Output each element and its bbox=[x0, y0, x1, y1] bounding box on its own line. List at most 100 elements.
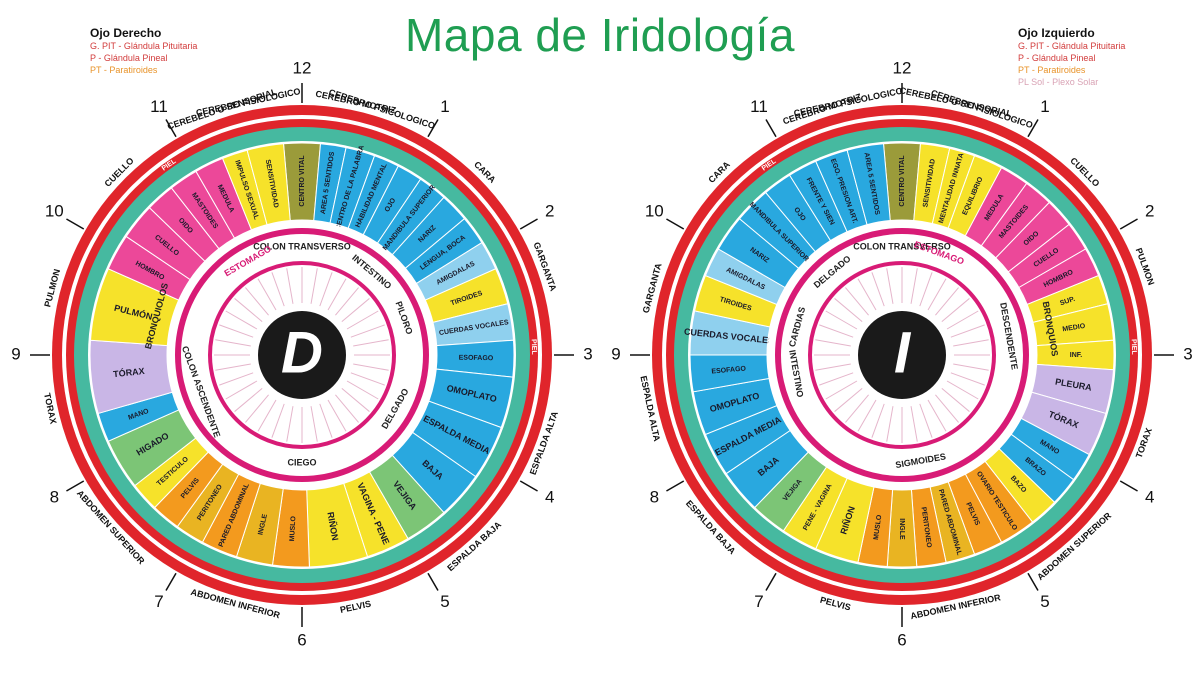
stomach-spoke bbox=[825, 380, 858, 400]
hour-number: 4 bbox=[545, 487, 554, 506]
hour-arrow bbox=[165, 572, 177, 591]
hour-number: 11 bbox=[750, 97, 768, 116]
zone-label: ESOFAGO bbox=[459, 355, 494, 363]
legend-item: P - Glándula Pineal bbox=[1018, 53, 1096, 63]
stomach-spoke bbox=[319, 272, 333, 307]
stomach-spoke bbox=[946, 310, 979, 330]
stomach-spoke bbox=[845, 394, 869, 423]
hour-number: 7 bbox=[754, 592, 763, 611]
stomach-spoke bbox=[271, 272, 285, 307]
hour-number: 5 bbox=[1040, 592, 1049, 611]
zone-label: ESOFAGO bbox=[711, 365, 747, 375]
hour-arrow bbox=[427, 119, 439, 138]
stomach-spoke bbox=[341, 388, 370, 412]
legend-item: PL Sol - Plexo Solar bbox=[1018, 77, 1099, 87]
zone-label: RIÑON bbox=[325, 511, 340, 541]
stomach-spoke bbox=[935, 394, 959, 423]
stomach-spoke bbox=[215, 339, 251, 347]
stomach-spoke bbox=[886, 268, 894, 304]
stomach-spoke bbox=[286, 406, 294, 442]
zone-label: MEDIO bbox=[1062, 323, 1086, 334]
stomach-spoke bbox=[950, 372, 985, 386]
legend-heading: Ojo Derecho bbox=[90, 26, 162, 40]
hour-number: 12 bbox=[893, 58, 912, 77]
eye-letter: I bbox=[894, 320, 912, 385]
stomach-spoke bbox=[225, 310, 258, 330]
inner-zone-label: COLON TRANSVERSO bbox=[253, 241, 351, 251]
hour-arrow bbox=[519, 218, 538, 230]
hour-arrow bbox=[666, 218, 685, 230]
hour-number: 3 bbox=[583, 344, 592, 363]
hour-number: 10 bbox=[645, 201, 664, 220]
stomach-spoke bbox=[219, 324, 254, 338]
stomach-spoke bbox=[834, 388, 863, 412]
stomach-spoke bbox=[819, 324, 854, 338]
eye-letter: D bbox=[281, 320, 323, 385]
stomach-spoke bbox=[886, 406, 894, 442]
hour-arrow bbox=[765, 572, 777, 591]
hour-number: 6 bbox=[297, 630, 306, 649]
stomach-spoke bbox=[353, 339, 389, 347]
hour-number: 9 bbox=[11, 344, 20, 363]
stomach-spoke bbox=[919, 272, 933, 307]
stomach-spoke bbox=[941, 388, 970, 412]
stomach-spoke bbox=[310, 268, 318, 304]
stomach-spoke bbox=[327, 399, 347, 432]
stomach-spoke bbox=[871, 403, 885, 438]
legend-item: P - Glándula Pineal bbox=[90, 53, 168, 63]
stomach-spoke bbox=[327, 278, 347, 311]
region-label: PIEL bbox=[1130, 339, 1138, 356]
stomach-spoke bbox=[935, 287, 959, 316]
stomach-spoke bbox=[341, 298, 370, 322]
stomach-spoke bbox=[257, 278, 277, 311]
stomach-spoke bbox=[335, 394, 359, 423]
zone-label: MUSLO bbox=[289, 515, 297, 541]
hour-number: 3 bbox=[1183, 344, 1192, 363]
hour-number: 4 bbox=[1145, 487, 1154, 506]
stomach-spoke bbox=[910, 268, 918, 304]
hour-arrow bbox=[1119, 480, 1138, 492]
inner-pink-ring bbox=[175, 228, 429, 482]
hour-arrow bbox=[519, 480, 538, 492]
stomach-spoke bbox=[234, 388, 263, 412]
stomach-spoke bbox=[819, 372, 854, 386]
page-title: Mapa de Iridología bbox=[404, 9, 796, 61]
hour-arrow bbox=[165, 119, 177, 138]
hour-arrow bbox=[66, 218, 85, 230]
pupil bbox=[858, 311, 946, 399]
zone-label: INGLE bbox=[257, 513, 269, 536]
stomach-spoke bbox=[350, 372, 385, 386]
stomach-spoke bbox=[857, 399, 877, 432]
hour-number: 11 bbox=[150, 97, 168, 116]
hour-number: 2 bbox=[1145, 201, 1154, 220]
stomach-spoke bbox=[353, 363, 389, 371]
hour-arrow bbox=[1027, 119, 1039, 138]
zone-label: MUSLO bbox=[873, 514, 884, 541]
hour-arrow bbox=[66, 480, 85, 492]
stomach-spoke bbox=[950, 324, 985, 338]
stomach-spoke bbox=[953, 363, 989, 371]
hour-number: 1 bbox=[1040, 97, 1049, 116]
hour-arrow bbox=[666, 480, 685, 492]
stomach-spoke bbox=[350, 324, 385, 338]
legend-left-eye: Ojo Izquierdo G. PIT - Glándula Pituitar… bbox=[1018, 26, 1125, 88]
hour-arrow bbox=[427, 572, 439, 591]
stomach-spoke bbox=[825, 310, 858, 330]
stomach-spoke bbox=[941, 298, 970, 322]
hour-arrow bbox=[1119, 218, 1138, 230]
stomach-spoke bbox=[845, 287, 869, 316]
stomach-spoke bbox=[346, 310, 379, 330]
stomach-spoke bbox=[953, 339, 989, 347]
stomach-spoke bbox=[815, 363, 851, 371]
hour-number: 8 bbox=[650, 487, 659, 506]
inner-zone-label: CIEGO bbox=[287, 457, 316, 467]
stomach-spoke bbox=[346, 380, 379, 400]
stomach-spoke bbox=[219, 372, 254, 386]
legend-heading: Ojo Izquierdo bbox=[1018, 26, 1095, 40]
hour-number: 9 bbox=[611, 344, 620, 363]
pupil bbox=[258, 311, 346, 399]
hour-number: 7 bbox=[154, 592, 163, 611]
